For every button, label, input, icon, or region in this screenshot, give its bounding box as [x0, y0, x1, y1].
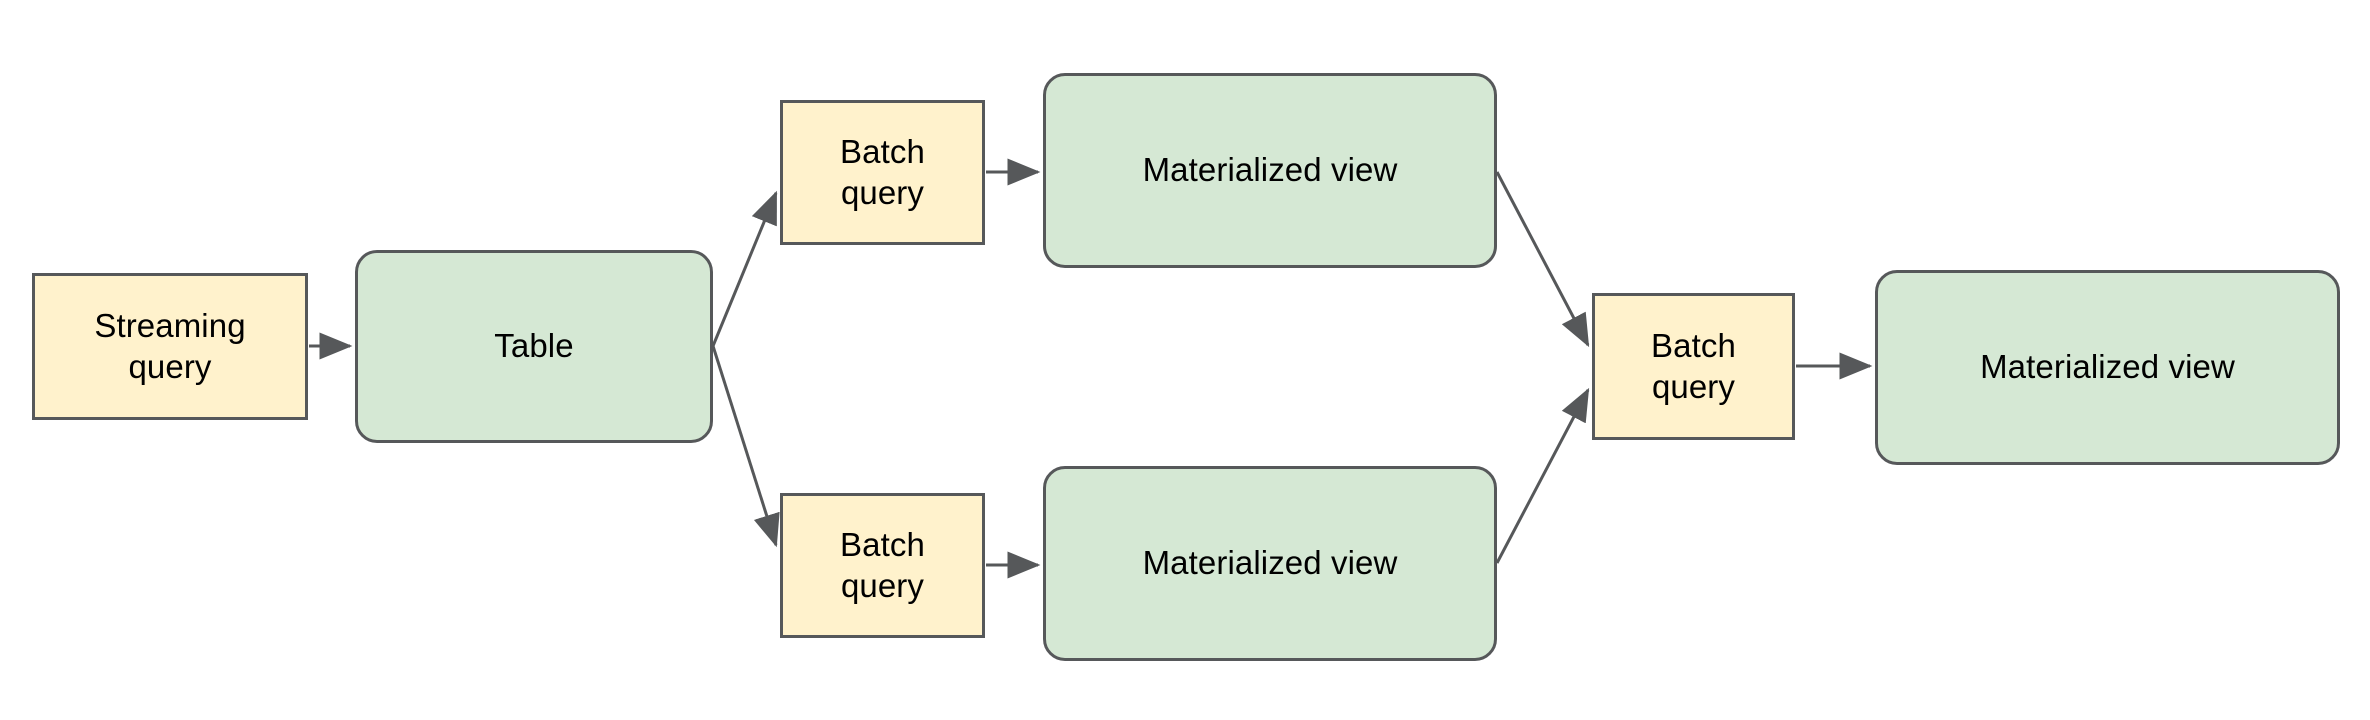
node-table-label: Table: [494, 327, 574, 365]
node-batch-query-merge-label: Batch query: [1651, 327, 1736, 405]
edge-mv-top-to-merge: [1495, 171, 1590, 348]
node-batch-query-bottom-label: Batch query: [840, 526, 925, 604]
node-batch-query-top[interactable]: Batch query: [780, 100, 985, 245]
node-materialized-view-final-label: Materialized view: [1980, 348, 2235, 386]
node-batch-query-bottom[interactable]: Batch query: [780, 493, 985, 638]
node-streaming-query[interactable]: Streaming query: [32, 273, 308, 420]
node-batch-query-merge[interactable]: Batch query: [1592, 293, 1795, 440]
node-streaming-query-label: Streaming query: [94, 307, 246, 385]
edge-table-to-batch-bottom: [711, 345, 780, 548]
node-materialized-view-top-label: Materialized view: [1142, 151, 1398, 189]
node-materialized-view-bottom-label: Materialized view: [1142, 544, 1398, 582]
node-materialized-view-bottom[interactable]: Materialized view: [1043, 466, 1497, 661]
node-table[interactable]: Table: [355, 250, 713, 443]
edge-mv-bottom-to-merge: [1495, 387, 1590, 564]
node-materialized-view-final[interactable]: Materialized view: [1875, 270, 2340, 465]
node-materialized-view-top[interactable]: Materialized view: [1043, 73, 1497, 268]
edge-table-to-batch-top: [711, 190, 778, 347]
node-batch-query-top-label: Batch query: [840, 133, 925, 211]
